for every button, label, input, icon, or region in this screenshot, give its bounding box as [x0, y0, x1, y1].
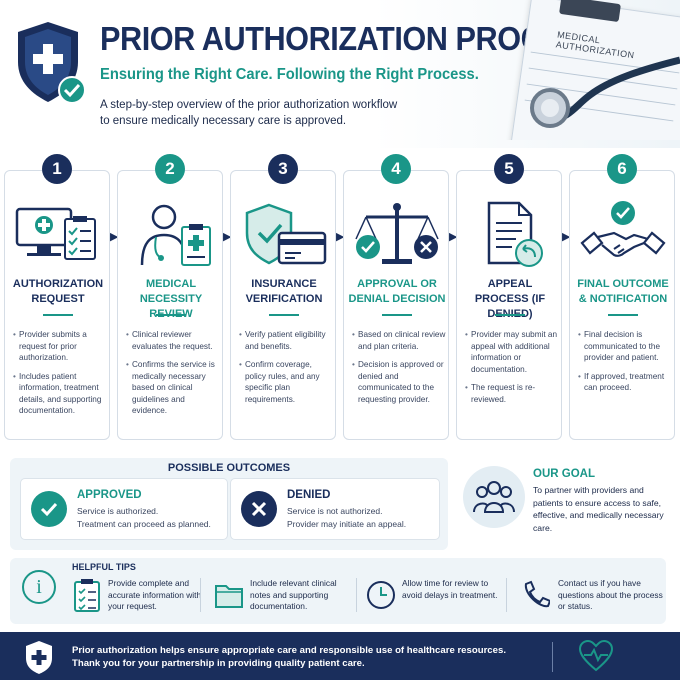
page-subtitle: Ensuring the Right Care. Following the R…	[100, 66, 479, 83]
arrow-right-icon: ▶	[110, 231, 119, 243]
outcome-label: APPROVED	[77, 489, 142, 501]
shield-cross-icon	[26, 641, 52, 674]
step-title: INSURANCE VERIFICATION	[245, 278, 323, 305]
page-description: A step-by-step overview of the prior aut…	[100, 99, 398, 127]
shield-card-icon	[245, 203, 327, 265]
outcome-text: Service is authorized. Treatment can pro…	[77, 505, 227, 531]
document-return-icon	[487, 201, 543, 267]
step-card-3: INSURANCE VERIFICATION Verify patient el…	[230, 170, 336, 440]
goal-text: To partner with providers and patients t…	[533, 485, 664, 533]
scales-icon	[355, 203, 439, 264]
header: PRIOR AUTHORIZATION PROCESS Ensuring the…	[0, 0, 680, 148]
outcome-approved: APPROVED Service is authorized. Treatmen…	[20, 478, 228, 540]
step-card-4: APPROVAL OR DENIAL DECISION Based on cli…	[343, 170, 449, 440]
process-steps: AUTHORIZATION REQUEST Provider submits a…	[0, 150, 680, 445]
step-number-4: 4	[381, 154, 411, 184]
outcome-denied: DENIED Service is not authorized. Provid…	[230, 478, 440, 540]
outcomes-title: POSSIBLE OUTCOMES	[167, 462, 291, 474]
team-icon	[463, 466, 525, 528]
clinician-icon	[140, 204, 211, 266]
shield-check-logo-icon	[18, 22, 86, 104]
heart-pulse-icon	[578, 640, 614, 672]
outcome-label: DENIED	[287, 489, 331, 501]
step-bullet: Confirm coverage, policy rules, and any …	[239, 359, 335, 405]
info-icon: i	[22, 570, 56, 604]
tip-text: Allow time for review to avoid delays in…	[402, 578, 498, 600]
step-number-2: 2	[155, 154, 185, 184]
step-bullet: If approved, treatment can proceed.	[578, 371, 674, 394]
phone-icon	[524, 580, 550, 608]
tips-title: HELPFUL TIPS	[72, 562, 136, 572]
step-title: MEDICAL NECESSITY REVIEW	[139, 278, 203, 320]
step-bullet: Final decision is communicated to the pr…	[578, 329, 674, 364]
folder-icon	[215, 585, 243, 608]
outcome-line: Provider may initiate an appeal.	[287, 519, 407, 529]
our-goal-panel: OUR GOAL To partner with providers and p…	[455, 458, 670, 550]
stethoscope-icon	[530, 56, 680, 128]
step-bullet: Includes patient information, treatment …	[13, 371, 109, 417]
outcome-text: Service is not authorized. Provider may …	[287, 505, 437, 531]
outcome-line: Treatment can proceed as planned.	[77, 519, 211, 529]
arrow-right-icon: ▶	[336, 231, 345, 243]
helpful-tips-panel: i HELPFUL TIPS Provide complete and accu…	[10, 558, 666, 624]
arrow-right-icon: ▶	[223, 231, 232, 243]
outcome-line: Service is authorized.	[77, 506, 159, 516]
x-circle-icon	[241, 491, 277, 527]
step-title: FINAL OUTCOME & NOTIFICATION	[577, 278, 669, 305]
step-card-6: FINAL OUTCOME & NOTIFICATION Final decis…	[569, 170, 675, 440]
step-bullets: Provider may submit an appeal with addit…	[465, 329, 561, 412]
step-card-1: AUTHORIZATION REQUEST Provider submits a…	[4, 170, 110, 440]
step-bullets: Provider submits a request for prior aut…	[13, 329, 109, 424]
step-bullet: Decision is approved or denied and commu…	[352, 359, 448, 405]
page-title: PRIOR AUTHORIZATION PROCESS	[100, 20, 603, 57]
step-bullet: Provider submits a request for prior aut…	[13, 329, 109, 364]
footer: Prior authorization helps ensure appropr…	[0, 632, 680, 680]
check-circle-icon	[31, 491, 67, 527]
footer-line: Prior authorization helps ensure appropr…	[72, 645, 506, 656]
goal-title: OUR GOAL	[533, 468, 595, 480]
tip-text: Contact us if you have questions about t…	[558, 578, 663, 612]
footer-text: Prior authorization helps ensure appropr…	[72, 644, 506, 670]
step-bullets: Verify patient eligibility and benefits.…	[239, 329, 335, 412]
handshake-icon	[580, 201, 666, 257]
footer-line: Thank you for your partnership in provid…	[72, 658, 365, 669]
arrow-right-icon: ▶	[449, 231, 458, 243]
step-bullets: Final decision is communicated to the pr…	[578, 329, 674, 401]
tip-text: Provide complete and accurate informatio…	[108, 578, 202, 612]
checklist-icon	[74, 579, 100, 612]
step-number-5: 5	[494, 154, 524, 184]
step-bullet: Confirms the service is medically necess…	[126, 359, 222, 417]
step-card-5: APPEAL PROCESS (IF DENIED) Provider may …	[456, 170, 562, 440]
step-number-1: 1	[42, 154, 72, 184]
step-bullet: The request is re-reviewed.	[465, 382, 561, 405]
computer-clipboard-icon	[15, 207, 96, 260]
step-title: AUTHORIZATION REQUEST	[12, 278, 104, 305]
tip-text: Include relevant clinical notes and supp…	[250, 578, 337, 612]
step-card-2: MEDICAL NECESSITY REVIEW Clinical review…	[117, 170, 223, 440]
step-bullets: Clinical reviewer evaluates the request.…	[126, 329, 222, 424]
step-title: APPROVAL OR DENIAL DECISION	[348, 278, 446, 305]
step-number-3: 3	[268, 154, 298, 184]
step-bullet: Provider may submit an appeal with addit…	[465, 329, 561, 375]
step-bullet: Clinical reviewer evaluates the request.	[126, 329, 222, 352]
step-bullet: Verify patient eligibility and benefits.	[239, 329, 335, 352]
step-title: APPEAL PROCESS (IF DENIED)	[474, 278, 546, 320]
step-bullet: Based on clinical review and plan criter…	[352, 329, 448, 352]
step-bullets: Based on clinical review and plan criter…	[352, 329, 448, 412]
arrow-right-icon: ▶	[562, 231, 571, 243]
possible-outcomes-panel: POSSIBLE OUTCOMES APPROVED Service is au…	[10, 458, 448, 550]
outcome-line: Service is not authorized.	[287, 506, 383, 516]
clock-icon	[367, 581, 395, 609]
step-number-6: 6	[607, 154, 637, 184]
